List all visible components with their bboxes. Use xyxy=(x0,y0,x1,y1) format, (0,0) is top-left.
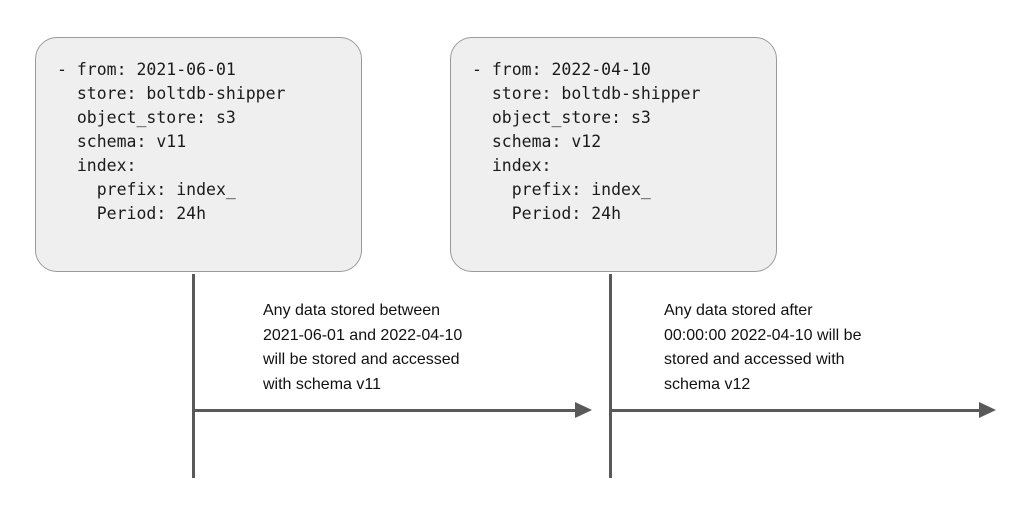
annotation-schema-v12: Any data stored after 00:00:00 2022-04-1… xyxy=(664,302,862,393)
config-box-schema-v11: - from: 2021-06-01 store: boltdb-shipper… xyxy=(35,37,362,272)
timeline-span-v11-line xyxy=(193,409,576,412)
timeline-span-v11-arrowhead-icon xyxy=(575,402,592,418)
yaml-config-schema-v11: - from: 2021-06-01 store: boltdb-shipper… xyxy=(57,60,286,223)
timeline-span-v12-arrowhead-icon xyxy=(979,402,996,418)
annotation-schema-v11: Any data stored between 2021-06-01 and 2… xyxy=(263,302,463,393)
timeline-span-v12-line xyxy=(611,409,980,412)
config-box-schema-v12: - from: 2022-04-10 store: boltdb-shipper… xyxy=(450,37,777,272)
timeline-tick-2022-04-10 xyxy=(609,274,612,478)
timeline-tick-2021-06-01 xyxy=(192,274,195,478)
yaml-config-schema-v12: - from: 2022-04-10 store: boltdb-shipper… xyxy=(472,60,701,223)
